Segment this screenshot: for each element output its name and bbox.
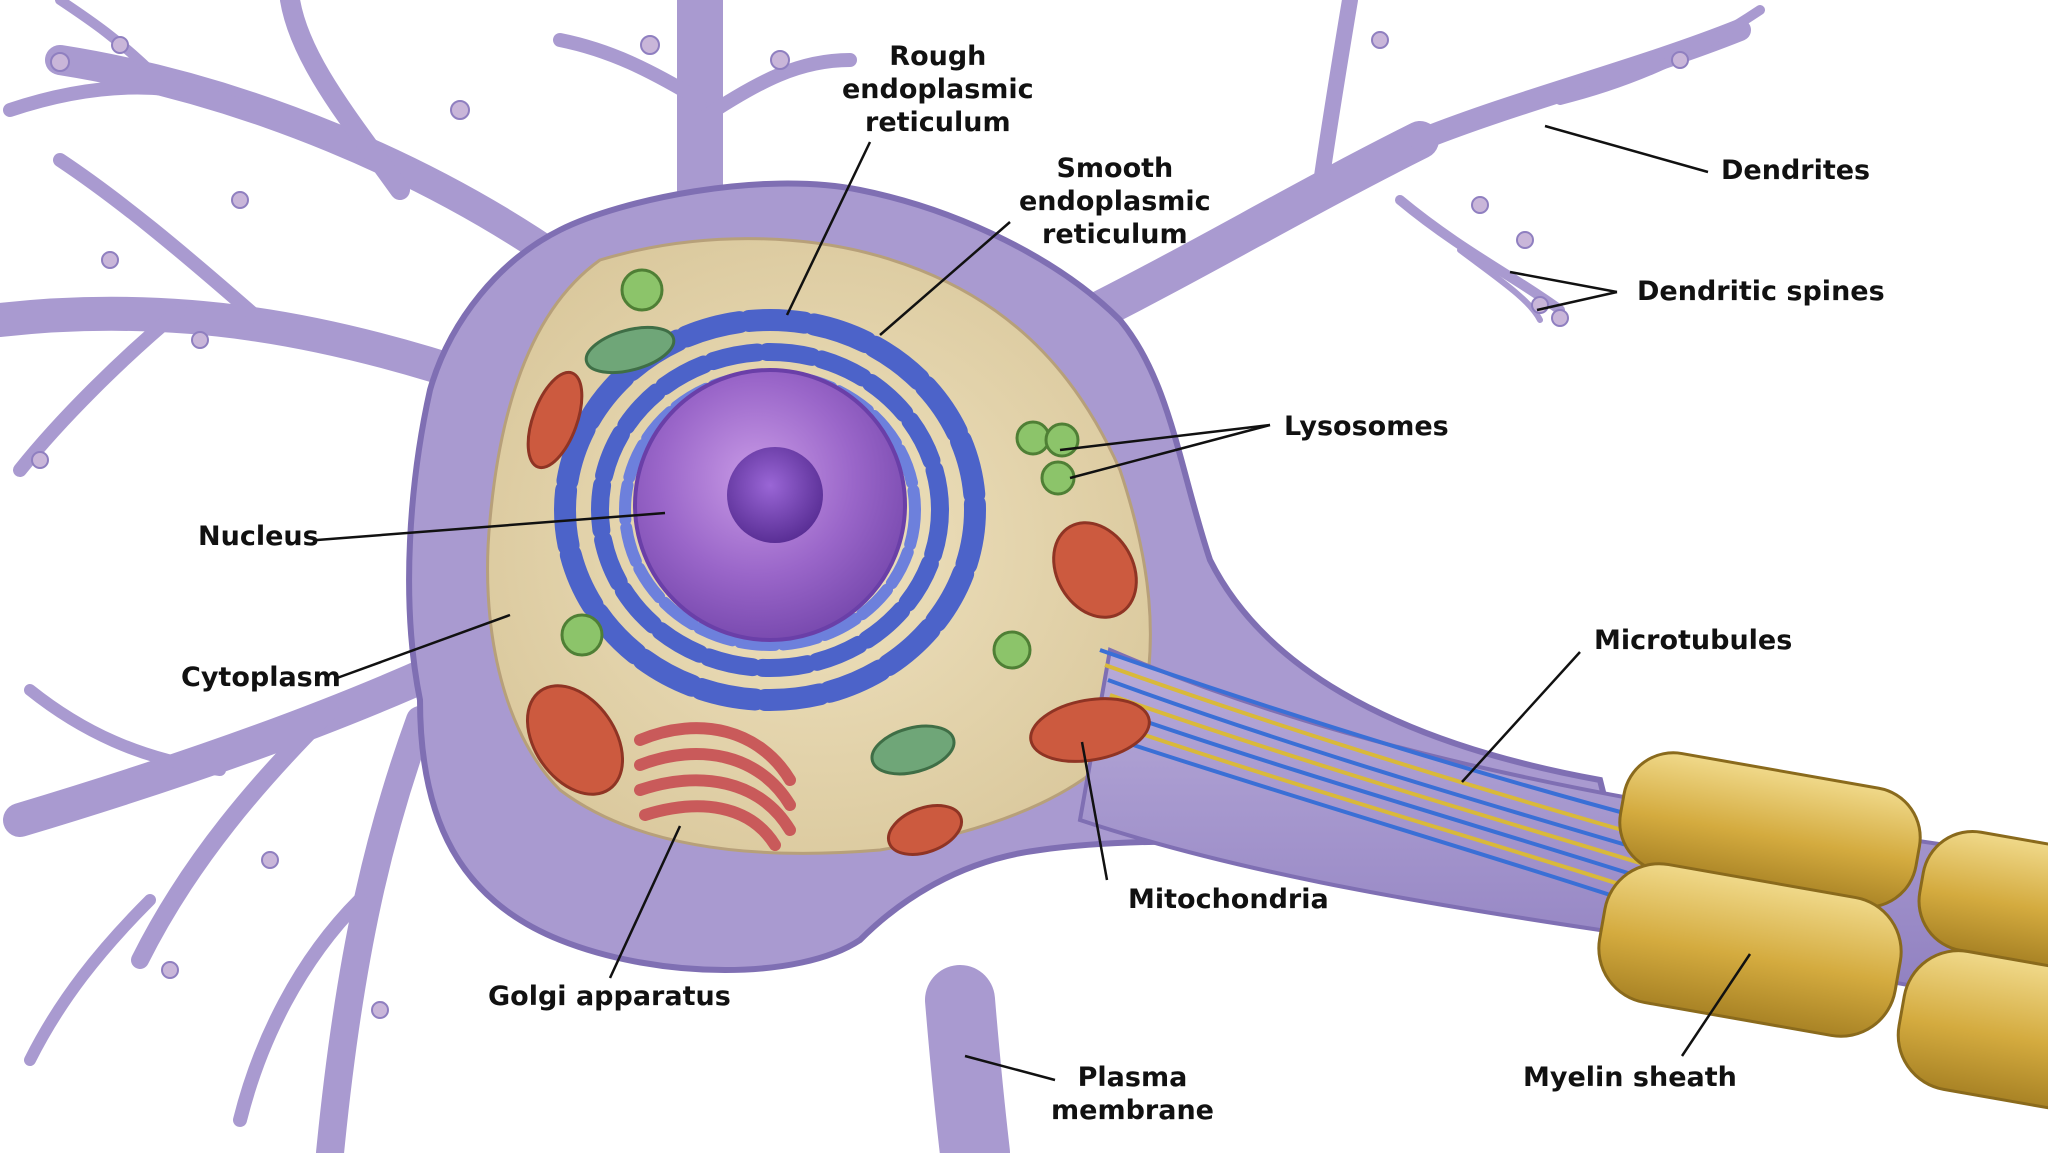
label-rough-er-line3: reticulum [865,107,1011,138]
lysosomes [560,268,1080,670]
label-smooth-er-line2: endoplasmic [1019,186,1211,217]
golgi-apparatus [634,722,796,851]
label-dendrites: Dendrites [1721,155,1871,186]
green-organelles [584,325,956,776]
mitochondria [525,370,1151,856]
label-smooth-er-line3: reticulum [1042,219,1188,250]
label-nucleus: Nucleus [198,521,319,552]
label-plasma-membrane-line1: Plasma [1077,1062,1188,1093]
spine-knobs [31,31,1689,1019]
myelin-sheath [1597,751,2048,1111]
label-rough-er: Rough endoplasmic reticulum [842,40,1034,139]
label-smooth-er: Smooth endoplasmic reticulum [1019,152,1211,251]
label-plasma-membrane: Plasma membrane [1051,1061,1214,1127]
label-cytoplasm: Cytoplasm [181,662,341,693]
label-plasma-membrane-line2: membrane [1051,1095,1214,1126]
leader-lines [316,124,1752,1082]
label-rough-er-line1: Rough [889,41,987,72]
dendrites [0,0,1765,1153]
nucleolus [727,447,823,543]
label-golgi-apparatus: Golgi apparatus [488,981,731,1012]
label-microtubules: Microtubules [1594,625,1793,656]
label-mitochondria: Mitochondria [1128,884,1329,915]
microtubules [1099,648,1651,910]
label-myelin-sheath: Myelin sheath [1523,1062,1737,1093]
label-smooth-er-line1: Smooth [1056,153,1174,184]
label-dendritic-spines: Dendritic spines [1637,276,1885,307]
label-rough-er-line2: endoplasmic [842,74,1034,105]
label-lysosomes: Lysosomes [1284,411,1449,442]
